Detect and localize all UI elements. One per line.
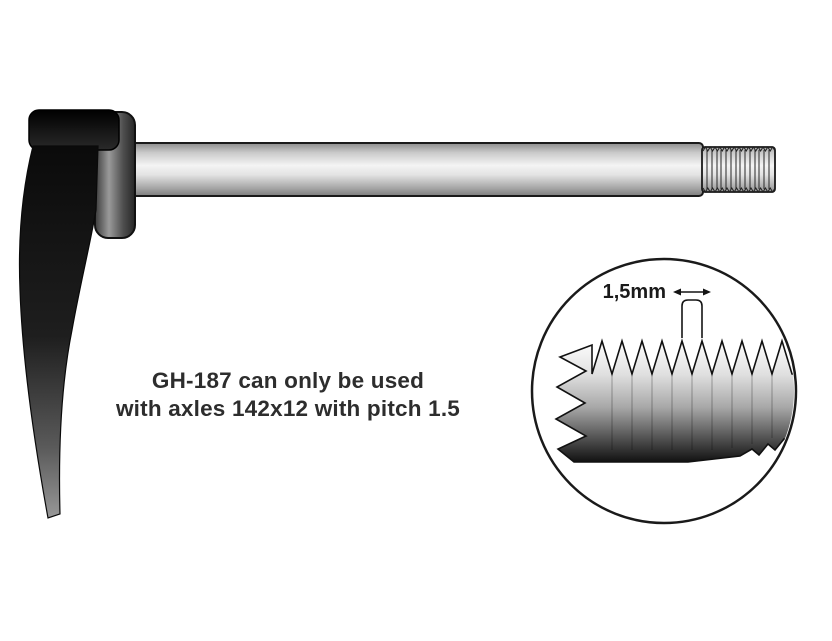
lever-head <box>28 109 120 151</box>
thread-profile-group <box>554 338 794 463</box>
pitch-measurement-lines <box>681 299 703 338</box>
caption: GH-187 can only be used with axles 142x1… <box>115 368 460 421</box>
lever-arm <box>18 145 99 519</box>
axle-shaft <box>117 142 704 197</box>
caption-line-1: GH-187 can only be used <box>152 368 424 393</box>
axle-thread-end <box>701 146 776 193</box>
measurement-label: 1,5mm <box>603 281 666 303</box>
thread-crest-top <box>702 146 776 152</box>
caption-line-2: with axles 142x12 with pitch 1.5 <box>115 396 460 421</box>
thread-crest-bottom <box>702 187 776 193</box>
pitch-arrow-icon <box>673 288 711 296</box>
thread-root-lines <box>611 376 773 450</box>
thread-profile <box>554 338 794 463</box>
thread-lines <box>706 150 770 189</box>
pitch-arrow-right-head <box>703 288 711 296</box>
axle-illustration <box>18 109 776 519</box>
thread-detail-view: 1,5mm <box>530 257 798 525</box>
pitch-arrow-left-head <box>673 288 681 296</box>
